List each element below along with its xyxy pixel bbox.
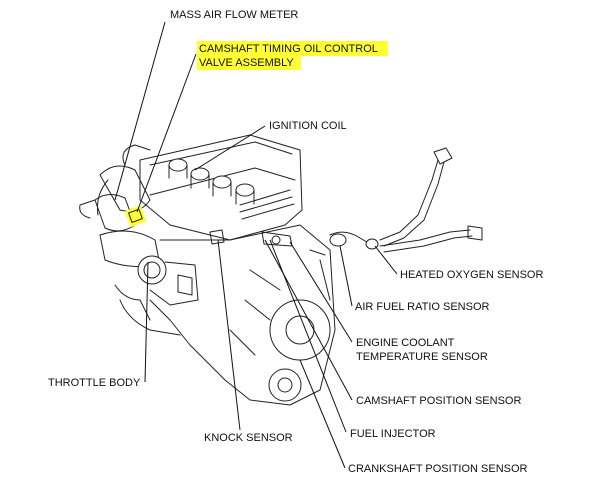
highlight-camshaft-ocv-line2: [197, 55, 301, 70]
label-mass-air-flow-meter: MASS AIR FLOW METER: [170, 9, 298, 21]
label-knock-sensor: KNOCK SENSOR: [204, 432, 293, 444]
label-engine-coolant-line2: TEMPERATURE SENSOR: [356, 351, 488, 363]
camshaft-ocv-highlight-mark: [124, 205, 147, 228]
leader-lines: [114, 21, 398, 469]
label-engine-coolant-line1: ENGINE COOLANT: [356, 337, 455, 349]
throttle-body-drawing: [137, 255, 199, 306]
label-camshaft-ocv-line1: CAMSHAFT TIMING OIL CONTROL: [199, 43, 378, 55]
ignition-coil-towers: [168, 158, 255, 205]
engine-illustration: [79, 134, 483, 406]
highlight-camshaft-ocv-line1: [197, 41, 388, 56]
label-air-fuel-ratio-sensor: AIR FUEL RATIO SENSOR: [355, 301, 490, 313]
label-ignition-coil: IGNITION COIL: [269, 120, 347, 132]
label-camshaft-ocv-line2: VALVE ASSEMBLY: [199, 57, 294, 69]
label-crankshaft-position-sensor: CRANKSHAFT POSITION SENSOR: [348, 463, 528, 475]
labels: MASS AIR FLOW METER CAMSHAFT TIMING OIL …: [48, 9, 543, 475]
label-fuel-injector: FUEL INJECTOR: [350, 428, 436, 440]
label-camshaft-position-sensor: CAMSHAFT POSITION SENSOR: [356, 395, 521, 407]
label-heated-oxygen-sensor: HEATED OXYGEN SENSOR: [400, 269, 543, 281]
label-throttle-body: THROTTLE BODY: [48, 377, 141, 389]
